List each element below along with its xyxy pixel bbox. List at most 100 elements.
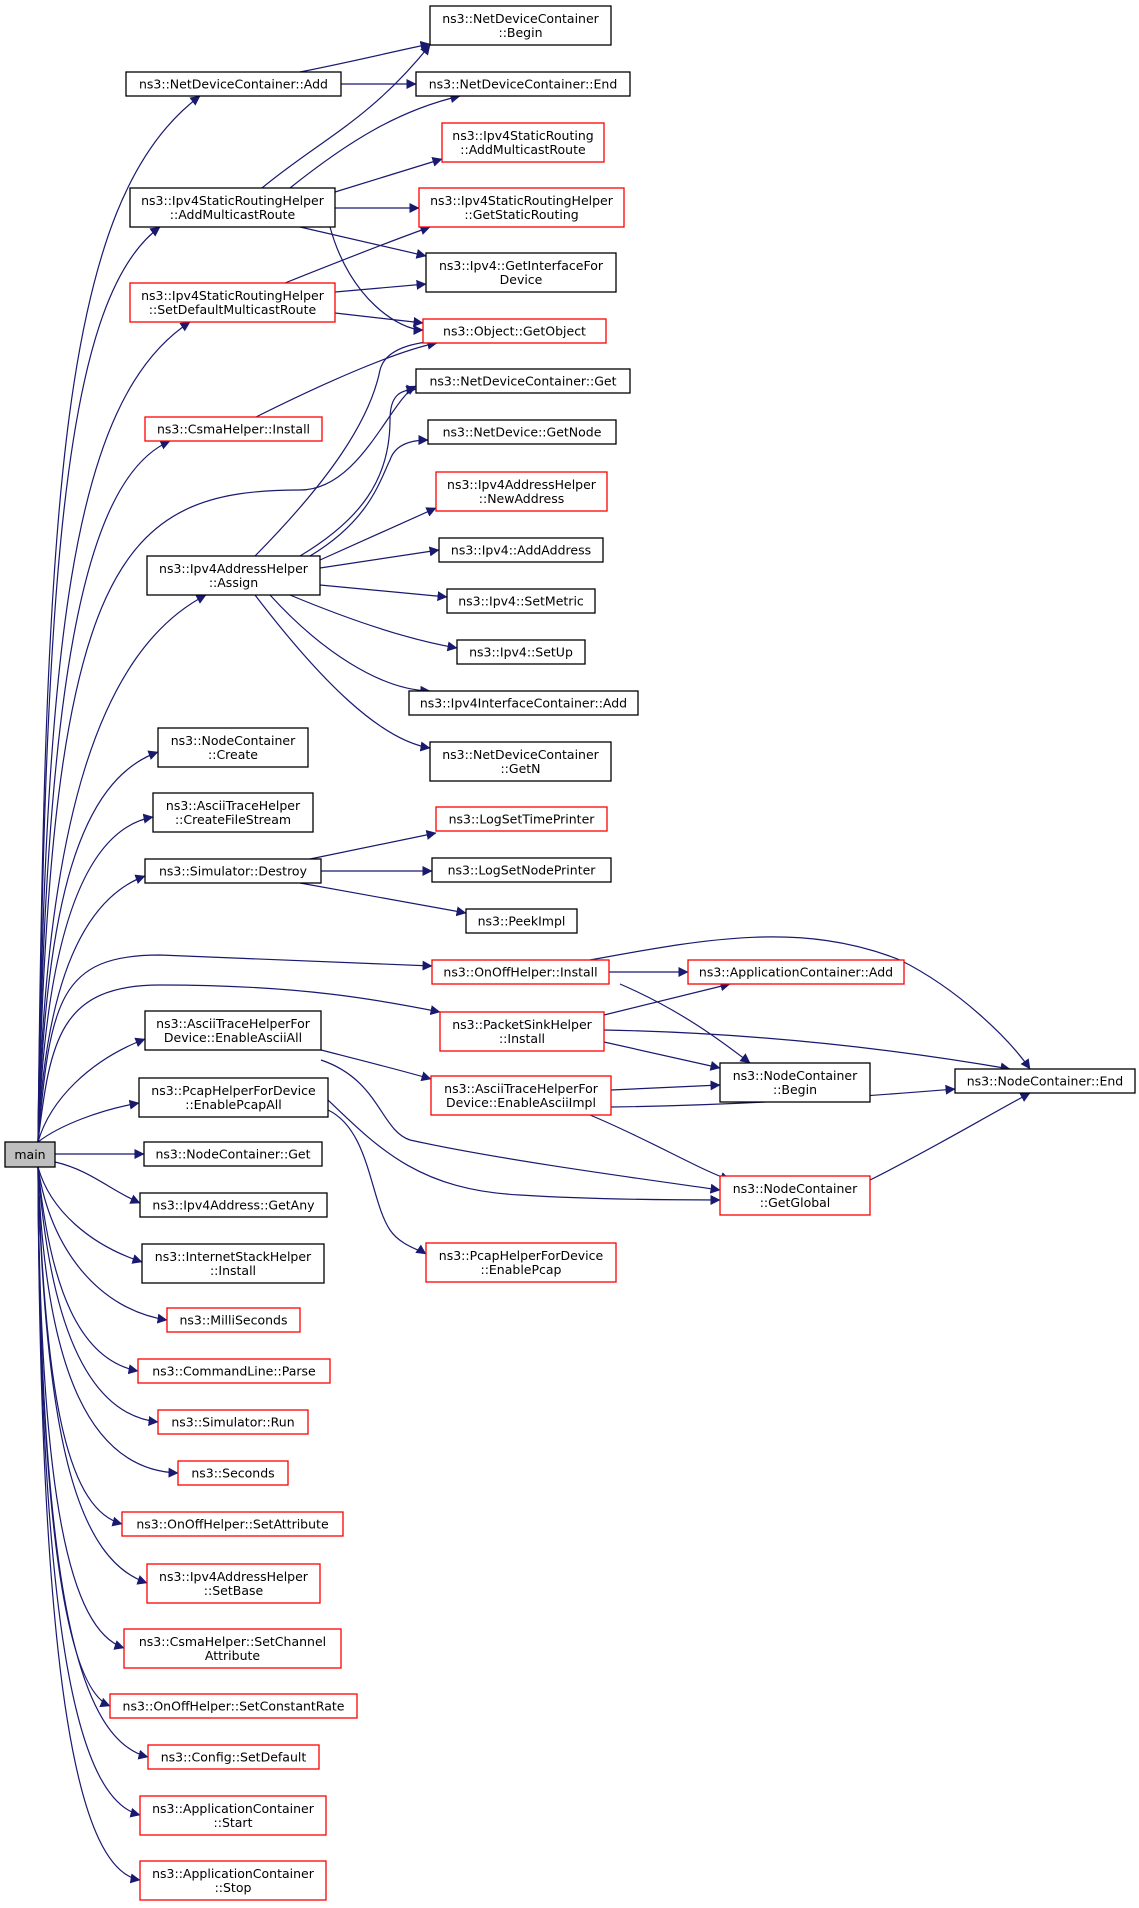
edge-main-to-pshInstall [37,984,441,1143]
edge-main-to-acStop [37,1166,141,1884]
node-box-athfdEAA [144,1010,322,1051]
edge-pshInstall-to-ncBegin [603,1041,721,1071]
node-phfdEPA[interactable]: ns3::PcapHelperForDevice::EnablePcapAll [138,1077,329,1118]
node-isrhGetSR[interactable]: ns3::Ipv4StaticRoutingHelper::GetStaticR… [418,187,625,228]
node-ipv4AddAddr[interactable]: ns3::Ipv4::AddAddress [438,537,604,563]
node-label-acStart-line-0: ns3::ApplicationContainer [152,1801,315,1816]
node-ncGetGlobal[interactable]: ns3::NodeContainer::GetGlobal [719,1175,871,1216]
edge-iahAssign-to-ndGetNode [309,435,429,557]
node-label-ncGetGlobal-line-0: ns3::NodeContainer [733,1181,858,1196]
node-logSNP[interactable]: ns3::LogSetNodePrinter [431,857,612,883]
edge-isrhAddMR-to-ndcBegin [261,44,431,189]
node-isrAddMR[interactable]: ns3::Ipv4StaticRouting::AddMulticastRout… [441,122,605,163]
node-label-phfdEP-line-0: ns3::PcapHelperForDevice [439,1248,604,1263]
edge-athfdEAA-to-ncGetGlobal [320,1059,721,1194]
node-athfdEAA[interactable]: ns3::AsciiTraceHelperForDevice::EnableAs… [144,1010,322,1051]
node-label-pshInstall-line-0: ns3::PacketSinkHelper [452,1017,592,1032]
node-box-ndcEnd [415,71,631,97]
node-seconds[interactable]: ns3::Seconds [177,1460,289,1486]
node-acStop[interactable]: ns3::ApplicationContainer::Stop [139,1860,327,1901]
node-ncCreate[interactable]: ns3::NodeContainer::Create [157,727,309,768]
node-objGetObject[interactable]: ns3::Object::GetObject [422,318,607,344]
node-ncEnd[interactable]: ns3::NodeContainer::End [954,1068,1136,1094]
node-label-isrAddMR-line-0: ns3::Ipv4StaticRouting [452,128,593,143]
node-csmaInstall[interactable]: ns3::CsmaHelper::Install [144,416,323,442]
node-ndcGetN[interactable]: ns3::NetDeviceContainer::GetN [429,741,612,782]
edge-main-to-oohInstall [37,954,433,1143]
node-isrhAddMR[interactable]: ns3::Ipv4StaticRoutingHelper::AddMultica… [129,187,336,228]
node-ndcBegin[interactable]: ns3::NetDeviceContainer::Begin [429,5,612,46]
edge-iahAssign-to-ipv4SetMetric [319,584,448,602]
edge-iahAssign-to-ndcGet [299,384,417,557]
node-label-isrAddMR-line-1: ::AddMulticastRoute [460,142,586,157]
edge-main-to-ndcAdd [37,95,201,1143]
node-label-iicAdd-line-0: ns3::Ipv4InterfaceContainer::Add [420,696,627,711]
edge-main-to-clParse [37,1166,139,1375]
node-isrhSetDMR[interactable]: ns3::Ipv4StaticRoutingHelper::SetDefault… [129,282,336,323]
node-ipv4aGetAny[interactable]: ns3::Ipv4Address::GetAny [139,1192,328,1218]
node-ncBegin[interactable]: ns3::NodeContainer::Begin [719,1062,871,1103]
node-peekImpl[interactable]: ns3::PeekImpl [465,908,578,934]
node-box-ndcAdd [125,71,342,97]
node-main[interactable]: main [4,1141,56,1168]
node-ndcEnd[interactable]: ns3::NetDeviceContainer::End [415,71,631,97]
node-box-ipv4SetUp [456,639,586,665]
node-ndGetNode[interactable]: ns3::NetDevice::GetNode [427,419,617,445]
node-cfgSetDefault[interactable]: ns3::Config::SetDefault [147,1744,320,1770]
node-oohSetCR[interactable]: ns3::OnOffHelper::SetConstantRate [109,1693,358,1719]
node-ndcGet[interactable]: ns3::NetDeviceContainer::Get [415,368,631,394]
node-ipv4SetUp[interactable]: ns3::Ipv4::SetUp [456,639,586,665]
node-ishInstall[interactable]: ns3::InternetStackHelper::Install [141,1243,325,1284]
node-label-iahAssign-line-0: ns3::Ipv4AddressHelper [159,561,309,576]
node-label-isrhAddMR-line-1: ::AddMulticastRoute [170,207,296,222]
node-athCFS[interactable]: ns3::AsciiTraceHelper::CreateFileStream [152,792,314,833]
node-milli[interactable]: ns3::MilliSeconds [166,1307,301,1333]
node-oohSetAttr[interactable]: ns3::OnOffHelper::SetAttribute [121,1511,344,1537]
node-pshInstall[interactable]: ns3::PacketSinkHelper::Install [439,1011,605,1052]
node-box-oohInstall [431,959,610,985]
node-label-isrhSetDMR-line-0: ns3::Ipv4StaticRoutingHelper [141,288,325,303]
node-iahNewAddr[interactable]: ns3::Ipv4AddressHelper::NewAddress [435,471,608,512]
node-label-iahSetBase-line-0: ns3::Ipv4AddressHelper [159,1569,309,1584]
node-label-ipv4SetUp-line-0: ns3::Ipv4::SetUp [469,645,573,660]
node-box-acAdd [687,959,905,985]
node-acStart[interactable]: ns3::ApplicationContainer::Start [139,1795,327,1836]
node-box-phfdEP [425,1242,617,1283]
node-phfdEP[interactable]: ns3::PcapHelperForDevice::EnablePcap [425,1242,617,1283]
node-athfdEAI[interactable]: ns3::AsciiTraceHelperForDevice::EnableAs… [430,1075,612,1116]
edge-main-to-phfdEPA [37,1099,140,1143]
node-simRun[interactable]: ns3::Simulator::Run [157,1409,309,1435]
edge-athfdEAI-to-ncBegin [610,1080,721,1091]
node-ipv4SetMetric[interactable]: ns3::Ipv4::SetMetric [446,588,596,614]
edge-main-to-ipv4aGetAny [54,1161,141,1204]
edge-main-to-seconds [37,1166,179,1478]
node-iahSetBase[interactable]: ns3::Ipv4AddressHelper::SetBase [146,1563,321,1604]
node-label-ishInstall-line-0: ns3::InternetStackHelper [155,1249,312,1264]
node-acAdd[interactable]: ns3::ApplicationContainer::Add [687,959,905,985]
node-label-ishInstall-line-1: ::Install [210,1263,256,1278]
node-label-main-line-0: main [14,1147,45,1162]
node-label-ipv4SetMetric-line-0: ns3::Ipv4::SetMetric [458,594,584,609]
node-box-objGetObject [422,318,607,344]
node-logSTP[interactable]: ns3::LogSetTimePrinter [435,806,608,832]
node-label-iahSetBase-line-1: ::SetBase [204,1583,264,1598]
node-label-ncGetGlobal-line-1: ::GetGlobal [760,1195,831,1210]
node-label-oohSetCR-line-0: ns3::OnOffHelper::SetConstantRate [123,1699,345,1714]
edge-ncGetGlobal-to-ncEnd [869,1092,1031,1181]
node-ncGet[interactable]: ns3::NodeContainer::Get [143,1141,323,1167]
node-clParse[interactable]: ns3::CommandLine::Parse [137,1358,331,1384]
edge-athfdEAI-to-ncGetGlobal [589,1114,731,1182]
node-simDestroy[interactable]: ns3::Simulator::Destroy [144,858,322,884]
node-oohInstall[interactable]: ns3::OnOffHelper::Install [431,959,610,985]
node-iicAdd[interactable]: ns3::Ipv4InterfaceContainer::Add [408,690,639,716]
edge-main-to-isrhAddMR [37,226,161,1143]
node-label-ndcGetN-line-0: ns3::NetDeviceContainer [442,747,599,762]
node-label-logSNP-line-0: ns3::LogSetNodePrinter [448,863,597,878]
node-label-ncBegin-line-0: ns3::NodeContainer [733,1068,858,1083]
node-ndcAdd[interactable]: ns3::NetDeviceContainer::Add [125,71,342,97]
node-iahAssign[interactable]: ns3::Ipv4AddressHelper::Assign [146,555,321,596]
node-label-athCFS-line-1: ::CreateFileStream [175,812,291,827]
